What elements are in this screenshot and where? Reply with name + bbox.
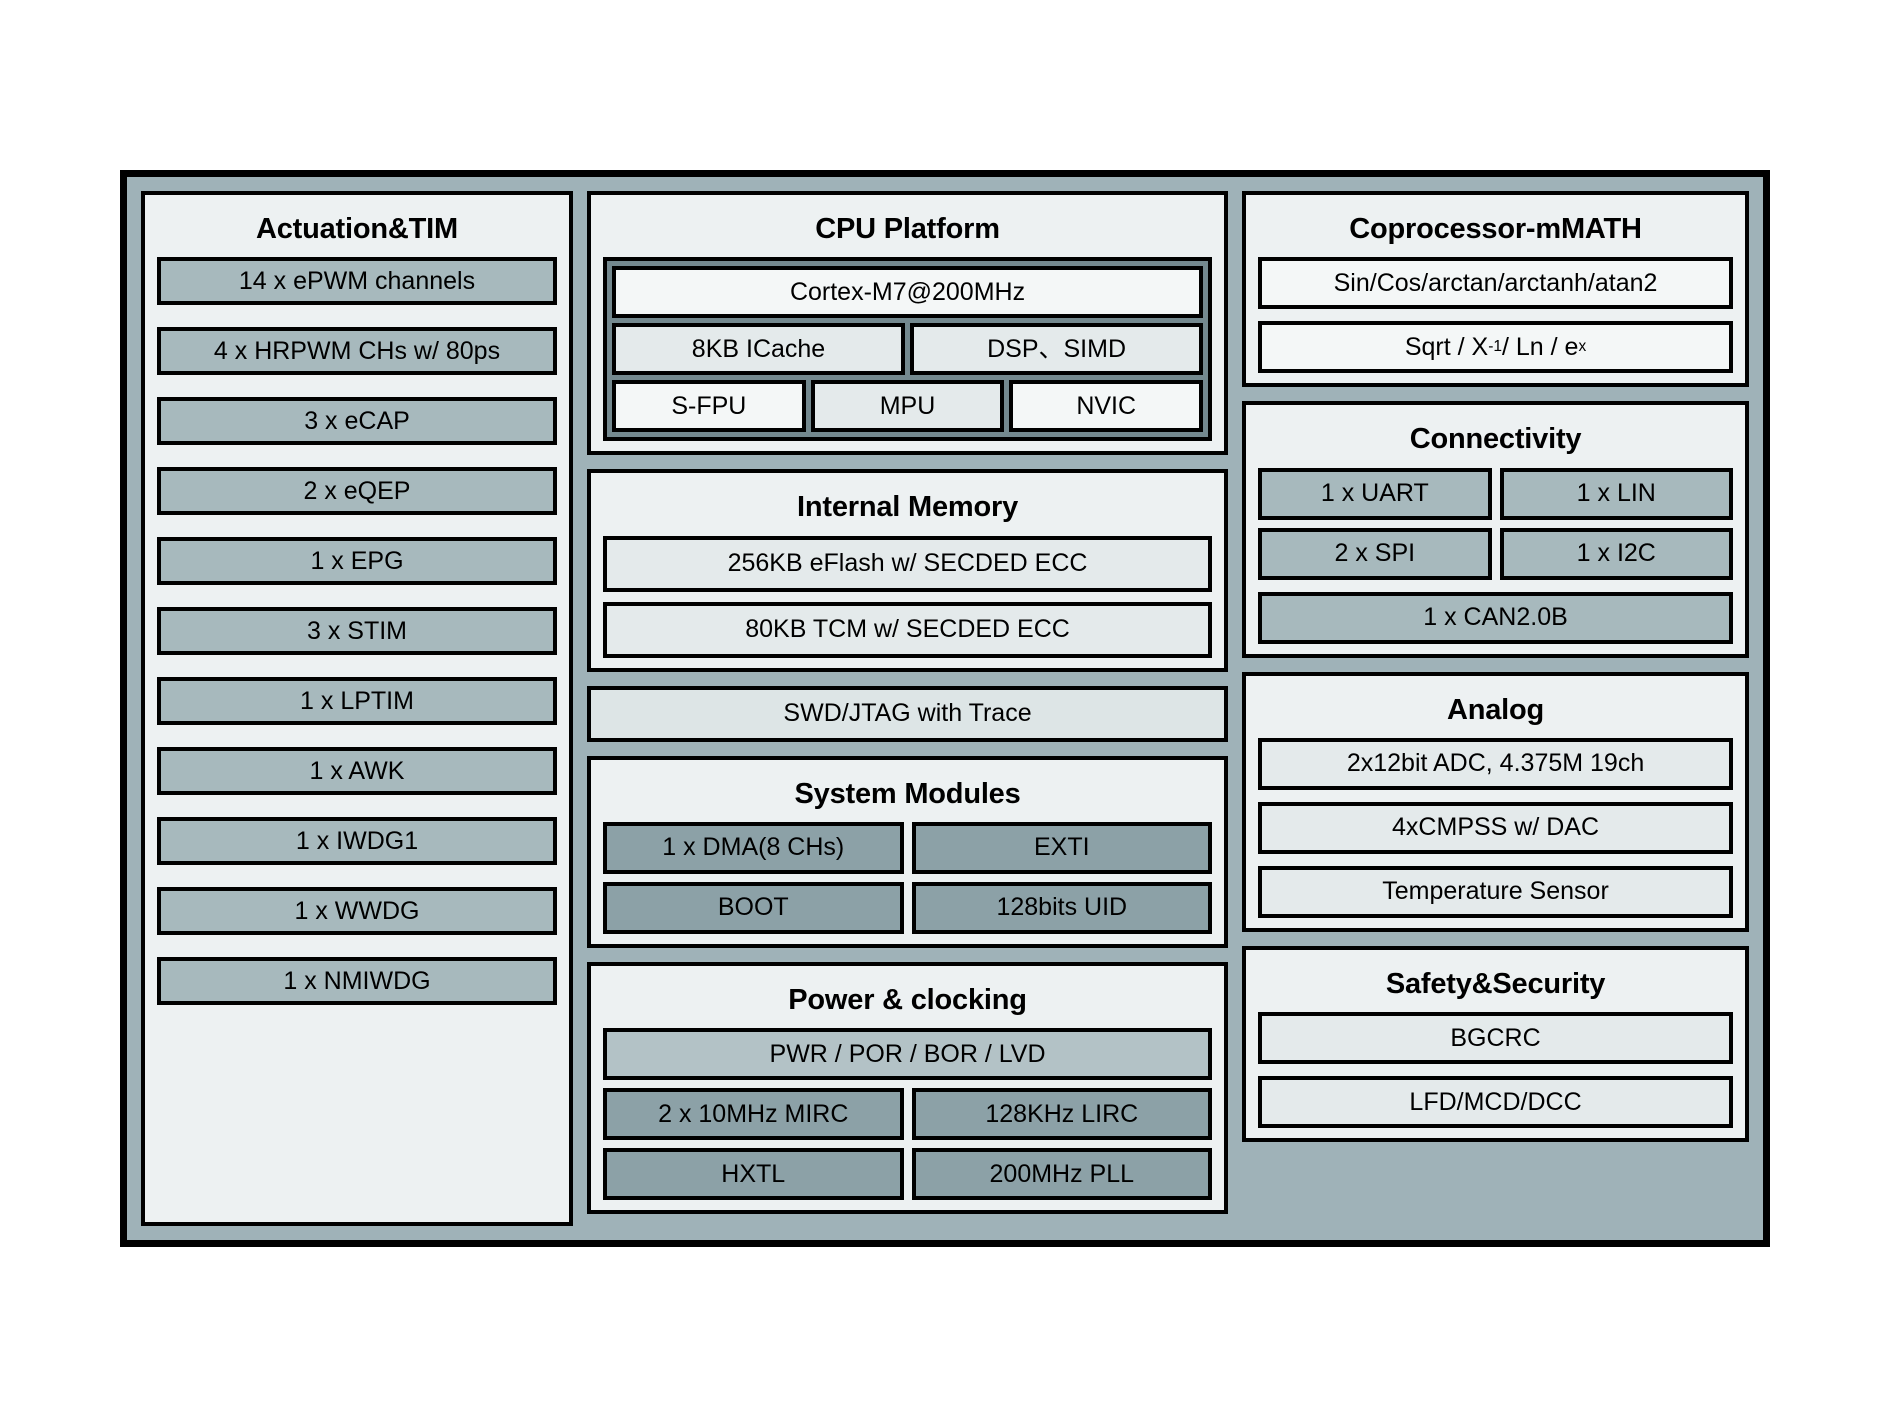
clock-lirc-block[interactable]: 128KHz LIRC bbox=[911, 1088, 1213, 1140]
cpu-row-fpu-mpu-nvic: S-FPU MPU NVIC bbox=[611, 380, 1204, 433]
middle-column: CPU Platform Cortex-M7@200MHz 8KB ICache… bbox=[586, 191, 1229, 1226]
actuation-tim-panel: Actuation&TIM 14 x ePWM channels 4 x HRP… bbox=[141, 191, 573, 1226]
coprocessor-mmath-title: Coprocessor-mMATH bbox=[1349, 213, 1642, 245]
system-modules-grid: 1 x DMA(8 CHs) EXTI BOOT 128bits UID bbox=[602, 821, 1213, 934]
conn-i2c-block[interactable]: 1 x I2C bbox=[1499, 527, 1733, 580]
actuation-tim-title: Actuation&TIM bbox=[255, 213, 458, 245]
left-column: Actuation&TIM 14 x ePWM channels 4 x HRP… bbox=[141, 191, 573, 1226]
internal-memory-title: Internal Memory bbox=[797, 491, 1019, 524]
conn-lin-block[interactable]: 1 x LIN bbox=[1499, 467, 1733, 520]
cpu-sfpu-block[interactable]: S-FPU bbox=[611, 380, 806, 433]
system-modules-title: System Modules bbox=[794, 777, 1021, 810]
cpu-core-block[interactable]: Cortex-M7@200MHz bbox=[611, 266, 1204, 319]
actuation-item-iwdg1[interactable]: 1 x IWDG1 bbox=[157, 817, 557, 866]
actuation-item-lptim[interactable]: 1 x LPTIM bbox=[157, 677, 557, 726]
safety-lfd-mcd-dcc-block[interactable]: LFD/MCD/DCC bbox=[1258, 1076, 1733, 1128]
actuation-item-wwdg[interactable]: 1 x WWDG bbox=[157, 887, 557, 936]
analog-title: Analog bbox=[1446, 693, 1545, 726]
conn-uart-block[interactable]: 1 x UART bbox=[1258, 467, 1492, 520]
coproc-sqrt-part-b: / Ln / e bbox=[1502, 332, 1579, 361]
cpu-row-cache-dsp: 8KB ICache DSP、SIMD bbox=[611, 323, 1204, 376]
actuation-item-awk[interactable]: 1 x AWK bbox=[157, 747, 557, 796]
memory-eflash-block[interactable]: 256KB eFlash w/ SECDED ECC bbox=[602, 535, 1213, 592]
sysmod-boot-block[interactable]: BOOT bbox=[602, 881, 904, 934]
cpu-dsp-simd-block[interactable]: DSP、SIMD bbox=[910, 323, 1204, 376]
cpu-icache-block[interactable]: 8KB ICache bbox=[611, 323, 906, 376]
actuation-item-eqep[interactable]: 2 x eQEP bbox=[157, 467, 557, 516]
cpu-platform-title: CPU Platform bbox=[815, 213, 1000, 245]
cpu-mpu-block[interactable]: MPU bbox=[810, 380, 1005, 433]
power-clocking-grid: 2 x 10MHz MIRC 128KHz LIRC HXTL 200MHz P… bbox=[602, 1088, 1213, 1200]
conn-can-block[interactable]: 1 x CAN2.0B bbox=[1258, 591, 1733, 644]
cpu-nvic-block[interactable]: NVIC bbox=[1009, 380, 1204, 433]
actuation-item-epwm[interactable]: 14 x ePWM channels bbox=[157, 257, 557, 306]
safety-security-panel: Safety&Security BGCRC LFD/MCD/DCC bbox=[1242, 945, 1749, 1142]
coprocessor-mmath-panel: Coprocessor-mMATH Sin/Cos/arctan/arctanh… bbox=[1242, 191, 1749, 388]
actuation-item-nmiwdg[interactable]: 1 x NMIWDG bbox=[157, 957, 557, 1006]
system-modules-panel: System Modules 1 x DMA(8 CHs) EXTI BOOT … bbox=[586, 755, 1229, 948]
connectivity-title: Connectivity bbox=[1409, 423, 1582, 456]
clock-hxtl-block[interactable]: HXTL bbox=[602, 1148, 904, 1200]
actuation-item-ecap[interactable]: 3 x eCAP bbox=[157, 397, 557, 446]
sysmod-exti-block[interactable]: EXTI bbox=[911, 821, 1213, 874]
power-clocking-panel: Power & clocking PWR / POR / BOR / LVD 2… bbox=[586, 961, 1229, 1214]
clock-mirc-block[interactable]: 2 x 10MHz MIRC bbox=[602, 1088, 904, 1140]
connectivity-panel: Connectivity 1 x UART 1 x LIN 2 x SPI 1 … bbox=[1242, 401, 1749, 658]
sysmod-uid-block[interactable]: 128bits UID bbox=[911, 881, 1213, 934]
connectivity-grid: 1 x UART 1 x LIN 2 x SPI 1 x I2C bbox=[1258, 467, 1733, 580]
power-pwr-por-bor-lvd-block[interactable]: PWR / POR / BOR / LVD bbox=[602, 1028, 1213, 1080]
coproc-trig-block[interactable]: Sin/Cos/arctan/arctanh/atan2 bbox=[1258, 257, 1733, 310]
clock-pll-block[interactable]: 200MHz PLL bbox=[911, 1148, 1213, 1200]
analog-panel: Analog 2x12bit ADC, 4.375M 19ch 4xCMPSS … bbox=[1242, 671, 1749, 932]
safety-security-title: Safety&Security bbox=[1385, 967, 1606, 1000]
cpu-platform-panel: CPU Platform Cortex-M7@200MHz 8KB ICache… bbox=[586, 191, 1229, 456]
sysmod-dma-block[interactable]: 1 x DMA(8 CHs) bbox=[602, 821, 904, 874]
actuation-item-epg[interactable]: 1 x EPG bbox=[157, 537, 557, 586]
cpu-platform-inner: Cortex-M7@200MHz 8KB ICache DSP、SIMD S-F… bbox=[602, 257, 1213, 442]
right-column: Coprocessor-mMATH Sin/Cos/arctan/arctanh… bbox=[1242, 191, 1749, 1226]
actuation-item-stim[interactable]: 3 x STIM bbox=[157, 607, 557, 656]
memory-tcm-block[interactable]: 80KB TCM w/ SECDED ECC bbox=[602, 601, 1213, 658]
analog-adc-block[interactable]: 2x12bit ADC, 4.375M 19ch bbox=[1258, 737, 1733, 790]
power-clocking-title: Power & clocking bbox=[788, 983, 1027, 1016]
analog-temp-sensor-block[interactable]: Temperature Sensor bbox=[1258, 865, 1733, 918]
safety-bgcrc-block[interactable]: BGCRC bbox=[1258, 1012, 1733, 1064]
swd-jtag-block[interactable]: SWD/JTAG with Trace bbox=[586, 685, 1229, 742]
internal-memory-panel: Internal Memory 256KB eFlash w/ SECDED E… bbox=[586, 469, 1229, 672]
coproc-sqrt-part-a: Sqrt / X bbox=[1404, 332, 1489, 361]
conn-spi-block[interactable]: 2 x SPI bbox=[1258, 527, 1492, 580]
analog-cmpss-block[interactable]: 4xCMPSS w/ DAC bbox=[1258, 801, 1733, 854]
chip-block-diagram: Actuation&TIM 14 x ePWM channels 4 x HRP… bbox=[120, 170, 1770, 1247]
actuation-item-hrpwm[interactable]: 4 x HRPWM CHs w/ 80ps bbox=[157, 327, 557, 376]
